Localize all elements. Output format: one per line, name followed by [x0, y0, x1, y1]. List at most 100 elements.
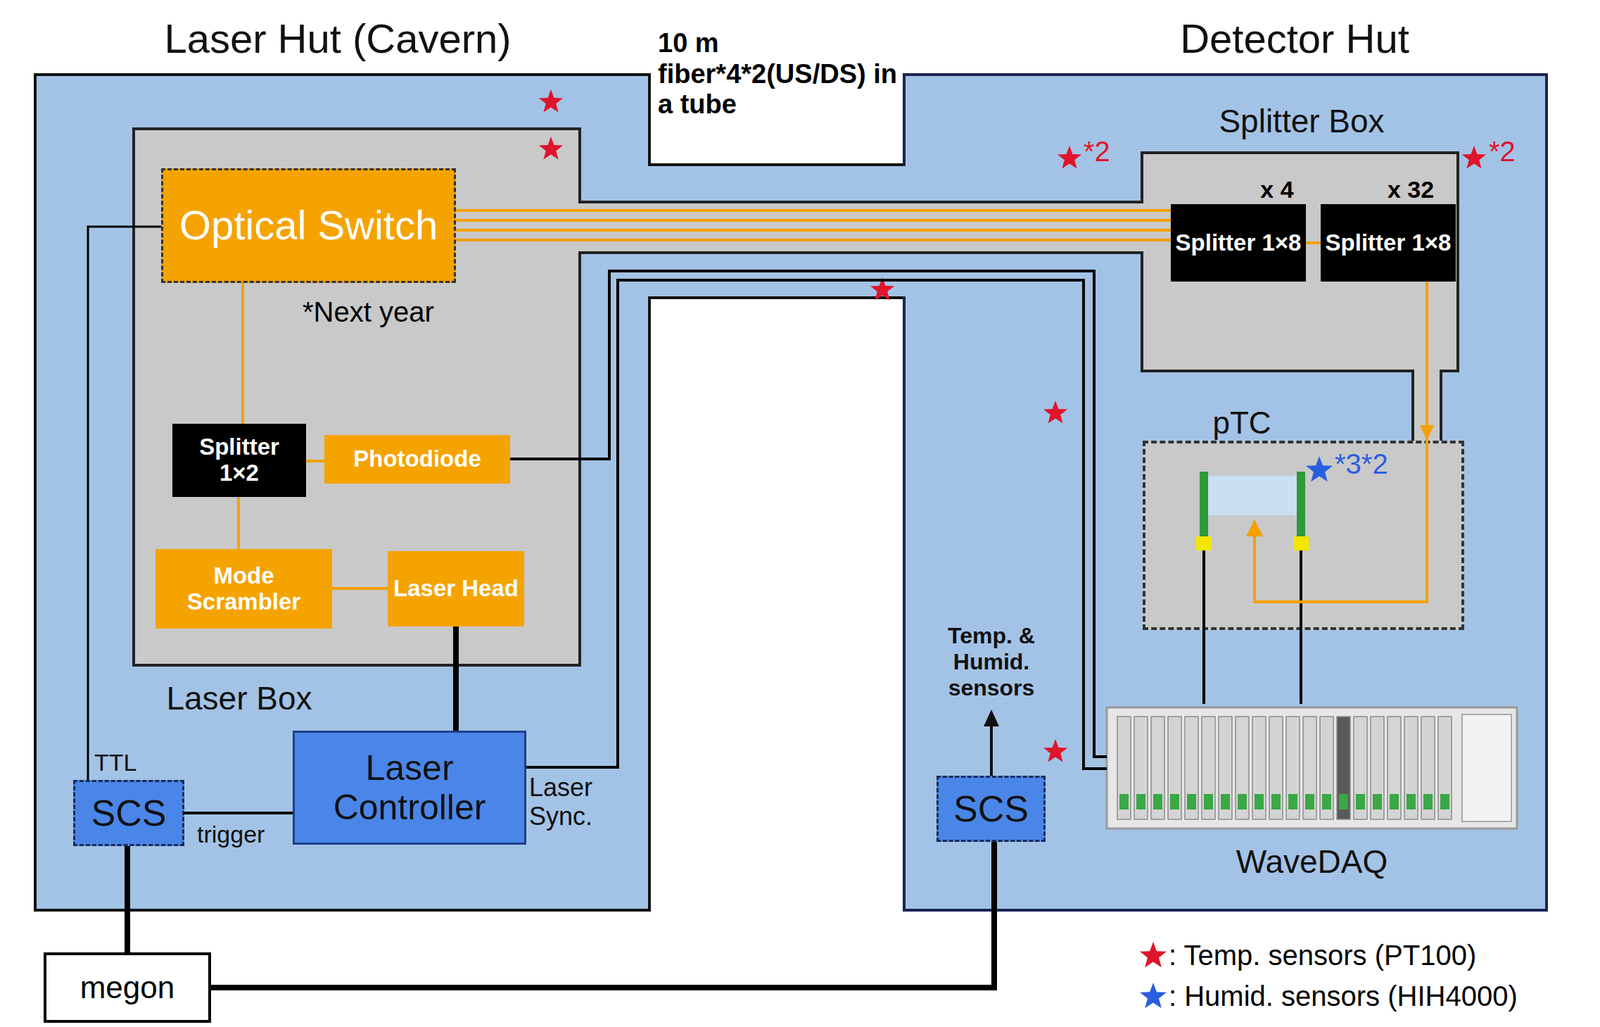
- connector: [306, 460, 325, 462]
- card-led: [1170, 793, 1180, 810]
- laser-box: Laser BoxOptical SwitchSplitter 1×2Photo…: [132, 127, 582, 667]
- hut-wall: [648, 296, 651, 912]
- card-led: [1220, 793, 1230, 810]
- connector: [526, 280, 1107, 769]
- legend-row: : Humid. sensors (HIH4000): [1137, 975, 1518, 1017]
- heading-text: Splitter Box: [1189, 102, 1415, 141]
- crate-slots: [1117, 716, 1452, 819]
- card-led: [1288, 793, 1298, 810]
- crate-card: [1218, 716, 1233, 819]
- legend: : Temp. sensors (PT100) : Humid. sensors …: [1137, 934, 1518, 1017]
- connector-line: [510, 270, 1107, 757]
- card-led: [1271, 793, 1281, 810]
- connector: [455, 626, 457, 731]
- connector-line: [332, 586, 388, 590]
- legend-star: [1137, 980, 1169, 1012]
- card-led: [1355, 793, 1365, 810]
- crate-card: [1404, 716, 1418, 819]
- heading-text: Laser Box: [154, 679, 324, 717]
- connector-line: [211, 841, 995, 988]
- connector-line: [184, 811, 293, 815]
- node-text: SCS: [953, 788, 1029, 829]
- connector-line: [455, 210, 1171, 240]
- connector: [242, 282, 244, 424]
- connector-block: [1196, 536, 1212, 551]
- sensor-arrow: [989, 724, 993, 776]
- connector: [238, 496, 240, 549]
- crate-card: [1387, 716, 1401, 819]
- node-text: Splitter 1×8: [1325, 230, 1452, 257]
- sensor-count: *2: [1083, 135, 1133, 168]
- device-box: Mode Scrambler: [155, 548, 333, 629]
- signal-label: trigger: [197, 820, 292, 848]
- connector: [455, 210, 1171, 240]
- connector-block: [1293, 536, 1309, 551]
- connector-line: [237, 496, 240, 549]
- sensor-stars: [538, 89, 1487, 763]
- arrow-head: [1419, 424, 1434, 441]
- fiber-duct: [578, 200, 906, 255]
- server-box: megon: [43, 951, 212, 1023]
- card-led: [1254, 793, 1264, 810]
- legend-row: : Temp. sensors (PT100): [1137, 934, 1518, 976]
- connector: [510, 270, 1107, 757]
- temp-sensor-star: [1057, 145, 1082, 169]
- crate-card: [1117, 716, 1131, 819]
- card-led: [1153, 793, 1163, 810]
- connector-line: [1425, 281, 1429, 441]
- card-led: [1338, 793, 1349, 810]
- crate-card: [1151, 716, 1165, 819]
- humid-sensor-star: [1305, 455, 1333, 482]
- card-led: [1440, 793, 1450, 810]
- connector: [1203, 629, 1301, 704]
- arrow-head: [1246, 519, 1263, 537]
- connector-line: [87, 226, 162, 780]
- connector: [1419, 281, 1434, 441]
- hut-wall: [902, 73, 906, 167]
- fiber-path: [1254, 440, 1427, 602]
- heading-text: Laser Hut (Cavern): [126, 15, 549, 63]
- crate-card: [1134, 716, 1148, 819]
- crate-card: [1303, 716, 1317, 819]
- arrow-head: [983, 709, 1000, 727]
- splitter-box: Splitter 1×8: [1170, 204, 1306, 282]
- crate-body: [1106, 707, 1517, 829]
- card-led: [1186, 793, 1197, 810]
- node-text: Splitter 1×8: [1175, 230, 1302, 257]
- hut-wall: [648, 73, 651, 167]
- splitter-box: Splitter 1×2: [172, 423, 307, 497]
- connector-line: [1203, 629, 1301, 704]
- node-text: Mode Scrambler: [159, 562, 328, 615]
- node-text: WaveDAQ: [1236, 843, 1389, 881]
- crate-card: [1269, 716, 1283, 819]
- crate-card: [1286, 716, 1300, 819]
- legend-text: : Humid. sensors (HIH4000): [1168, 980, 1518, 1012]
- crate-card: [1421, 716, 1435, 819]
- power-supply: [1462, 714, 1512, 822]
- device-box: Laser Head: [387, 550, 525, 627]
- sensor-count: *2: [1488, 135, 1539, 168]
- crate-card: [1319, 716, 1334, 819]
- connector: [87, 226, 162, 780]
- signal-cable: [1299, 550, 1303, 630]
- scs-box: SCS: [936, 775, 1046, 842]
- temp-sensor-star: [538, 89, 563, 113]
- crate-card: [1167, 716, 1182, 819]
- fiber-note: 10 m fiber*4*2(US/DS) in a tube: [657, 28, 901, 121]
- temp-sensor-star: [1043, 400, 1068, 424]
- scs-box: SCS: [73, 779, 185, 846]
- controller-box: Laser Controller: [292, 730, 527, 845]
- crate-card: [1336, 716, 1351, 819]
- sipm-board: [1199, 471, 1209, 539]
- connector: [1305, 242, 1321, 244]
- card-led: [1322, 793, 1332, 810]
- temp-sensor-star: [1043, 738, 1068, 763]
- splitter-box: Splitter 1×8: [1320, 204, 1456, 282]
- crate-card: [1370, 716, 1384, 819]
- fiber-duct: [899, 200, 1144, 255]
- connector: [211, 841, 995, 988]
- temp-sensor-star: [538, 136, 563, 160]
- legend-text: : Temp. sensors (PT100): [1168, 939, 1477, 971]
- card-led: [1237, 793, 1247, 810]
- card-led: [1305, 793, 1315, 810]
